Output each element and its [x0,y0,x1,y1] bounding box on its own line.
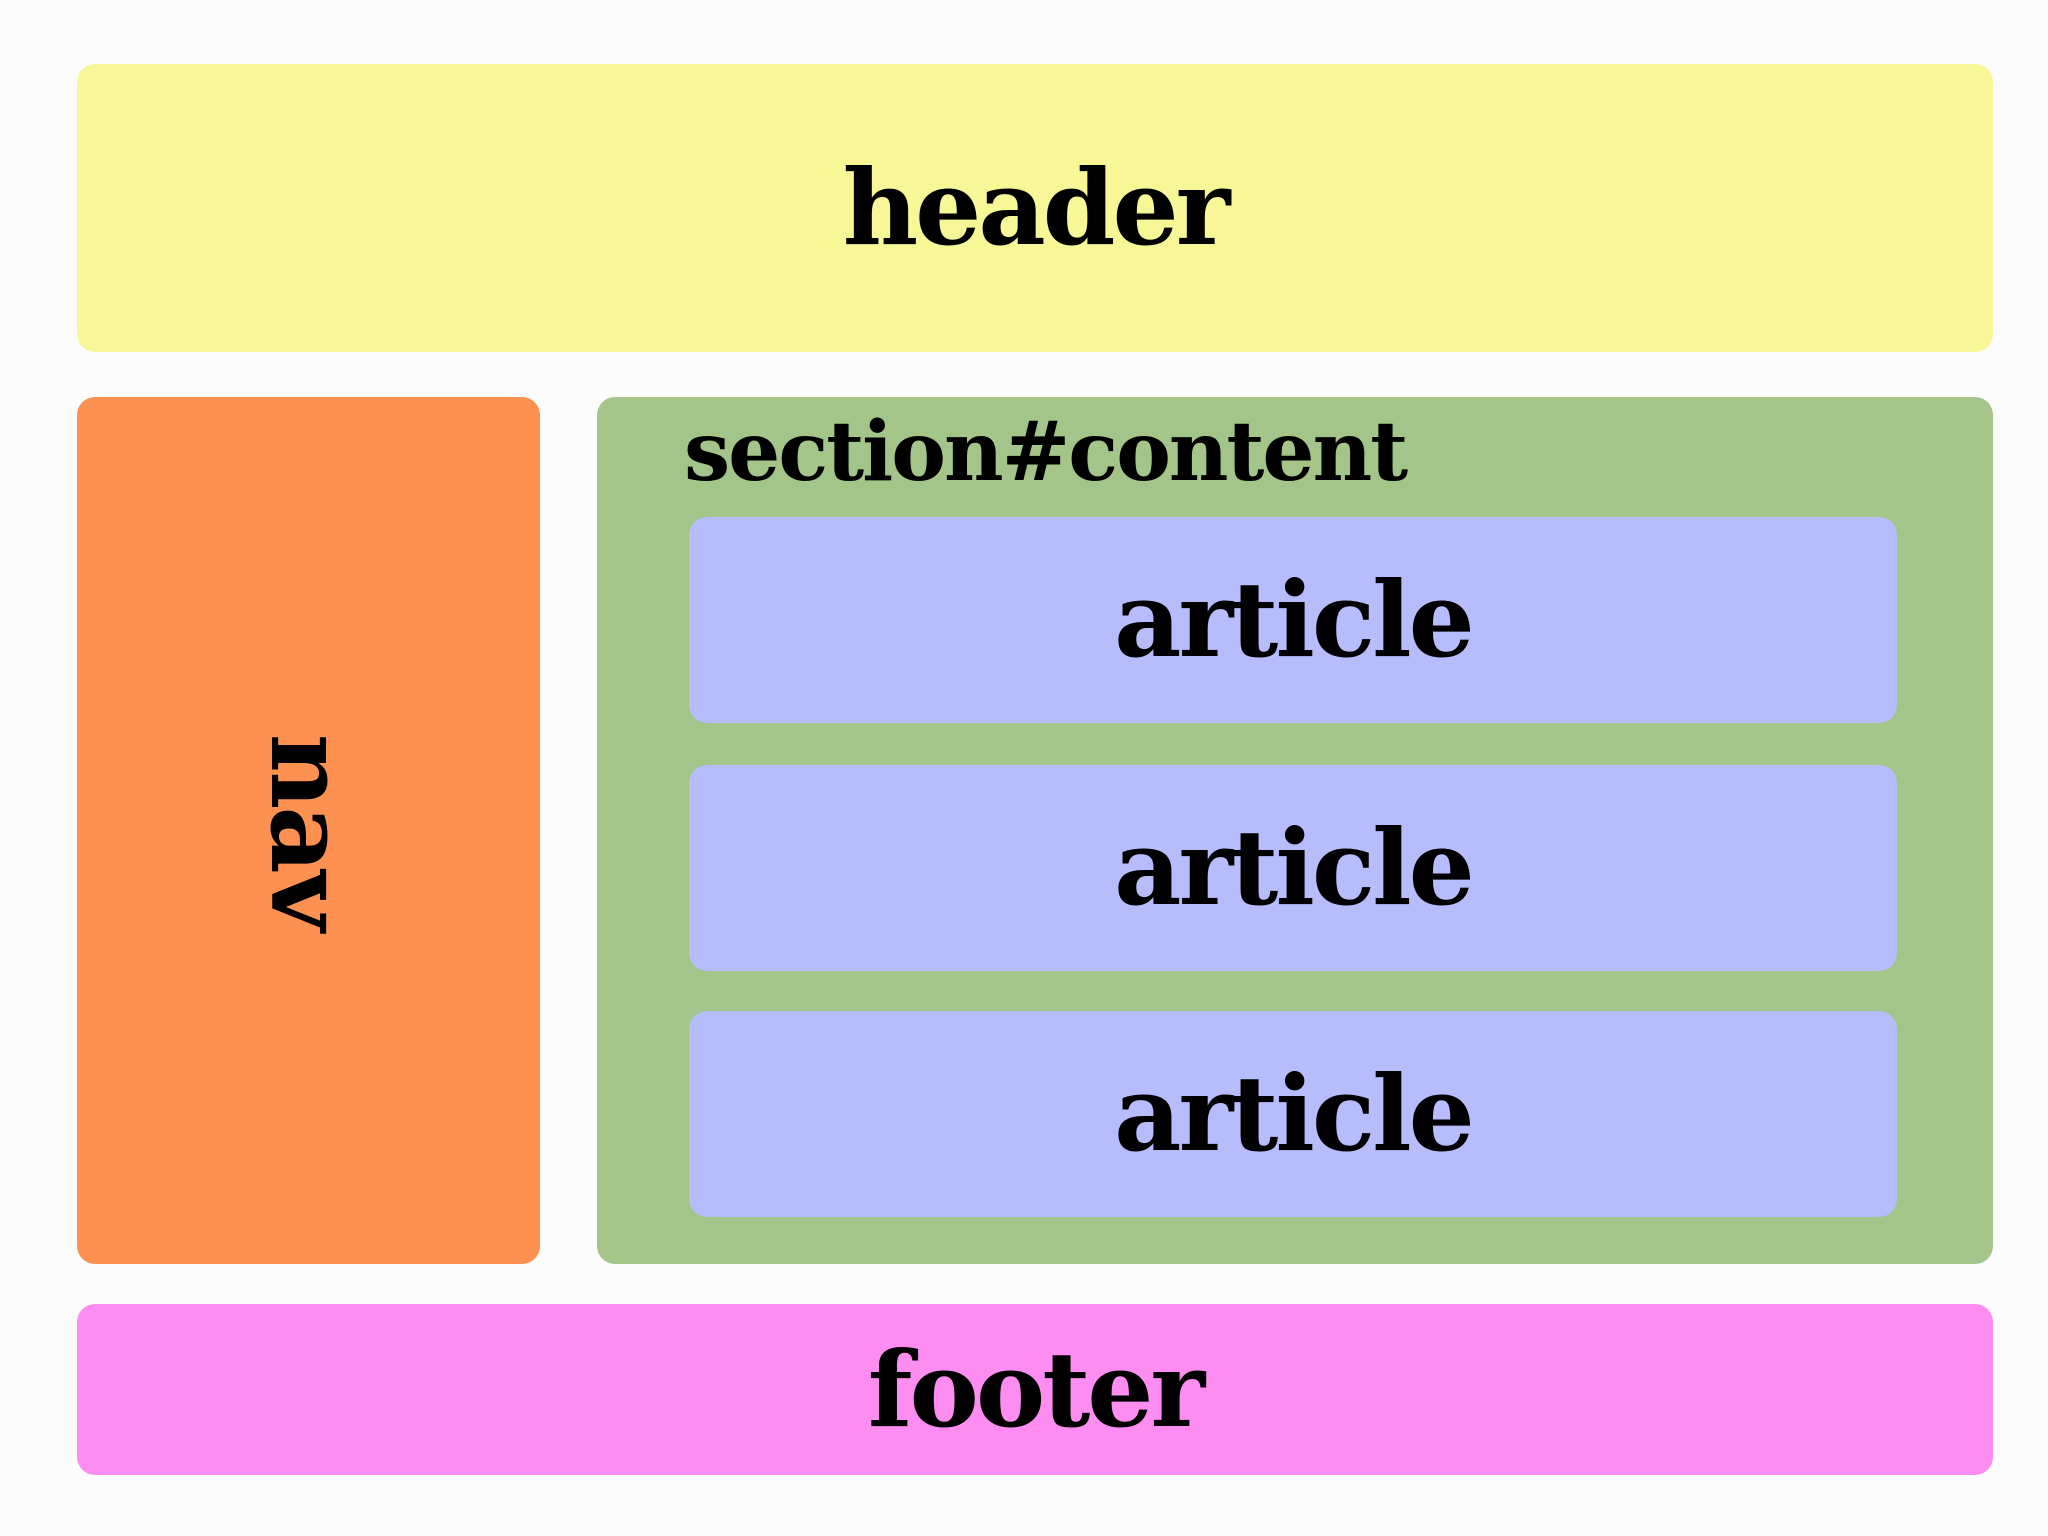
nav-box: nav [77,397,540,1264]
footer-box: footer [77,1304,1993,1475]
header-box: header [77,64,1993,352]
content-section-box: section#content article article article [597,397,1993,1264]
article-label: article [1114,1052,1475,1175]
nav-label: nav [247,733,371,928]
article-box: article [689,517,1897,723]
article-label: article [1114,806,1475,929]
article-box: article [689,1011,1897,1217]
article-box: article [689,765,1897,971]
footer-label: footer [867,1327,1205,1451]
content-section-label: section#content [684,404,1408,500]
article-label: article [1114,558,1475,681]
header-label: header [842,146,1231,269]
